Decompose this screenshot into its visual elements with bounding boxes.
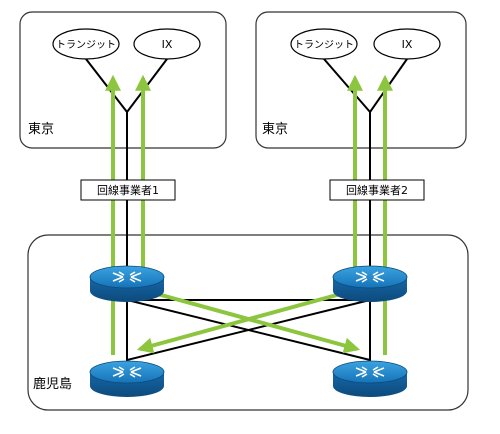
- carrier-2-box: [329, 179, 425, 201]
- carrier-1-box: [80, 179, 176, 201]
- flow-arrow-right-cross: [136, 288, 356, 354]
- transit-label-right: トランジット: [294, 39, 354, 51]
- kagoshima-label: 鹿児島: [33, 376, 72, 392]
- tokyo-right-box: [255, 11, 467, 149]
- tokyo-right-label: 東京: [262, 121, 288, 137]
- tokyo-left-label: 東京: [28, 121, 54, 137]
- router-bottom-right: [332, 360, 408, 397]
- carrier-2-label: 回線事業者2: [346, 183, 408, 197]
- router-top-right: [332, 265, 408, 302]
- kagoshima-links: [126, 290, 371, 372]
- router-arrows-icon: [355, 366, 385, 378]
- green-flow-right: [136, 74, 393, 355]
- tokyo-left-links: [85, 58, 168, 275]
- tokyo-right-links: [323, 58, 408, 275]
- router-top-left: [89, 265, 165, 302]
- router-arrows-icon: [112, 271, 142, 283]
- green-top-heads: [135, 74, 363, 110]
- tokyo-left-box: [19, 11, 227, 149]
- ix-label-left: IX: [162, 38, 173, 51]
- kagoshima-box: [27, 234, 469, 411]
- carrier-1-label: 回線事業者1: [97, 183, 159, 197]
- router-bottom-left: [89, 360, 165, 397]
- transit-label-left: トランジット: [56, 39, 116, 51]
- router-arrows-icon: [112, 366, 142, 378]
- router-arrows-icon: [355, 271, 385, 283]
- ix-label-right: IX: [402, 38, 413, 51]
- green-flow-left: [105, 74, 361, 355]
